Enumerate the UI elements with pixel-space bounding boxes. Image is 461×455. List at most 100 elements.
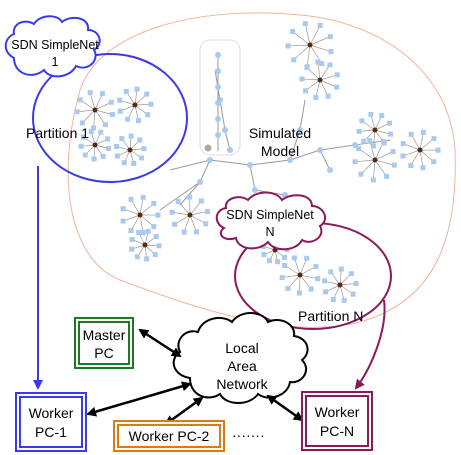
cluster-node: [123, 89, 129, 95]
cluster-node: [386, 120, 392, 126]
backbone-edge: [299, 99, 306, 131]
cluster-edge: [294, 257, 301, 276]
cluster-node: [181, 229, 187, 235]
cluster-node: [144, 91, 150, 97]
cluster-node: [313, 264, 319, 270]
backbone-node: [197, 179, 203, 185]
cluster-edge: [317, 62, 321, 81]
cluster-node: [136, 118, 142, 124]
cluster-node: [322, 278, 328, 284]
cluster-node: [420, 165, 426, 171]
cluster-edge: [319, 79, 329, 97]
worker-pc-n-box: [301, 391, 373, 451]
cluster-node: [129, 246, 135, 252]
cluster-edge: [189, 214, 197, 232]
worker-pc-2-label: Worker PC-2: [129, 428, 210, 444]
cluster-hub: [132, 102, 138, 108]
cluster-edge: [419, 149, 424, 168]
cluster-hub: [127, 147, 133, 153]
cluster-edge: [370, 114, 376, 131]
cluster-hub: [297, 272, 303, 278]
cluster-edge: [299, 266, 317, 276]
cluster-node: [315, 59, 321, 65]
cluster-edge: [359, 129, 376, 132]
backbone-edge: [199, 159, 211, 183]
worker-pc-n-label-line2: PC-N: [320, 423, 354, 439]
backbone-node: [207, 157, 213, 163]
backbone-edge: [209, 159, 251, 166]
cluster-hub: [92, 142, 98, 148]
cluster-edge: [339, 283, 356, 286]
chain-node: [215, 68, 221, 74]
cluster-node: [205, 209, 211, 215]
cluster-hub: [417, 147, 423, 153]
cluster-edge: [369, 140, 376, 161]
cluster-node: [151, 200, 157, 206]
cluster-node: [282, 254, 288, 260]
cluster-node: [113, 143, 119, 149]
cluster-node: [328, 269, 334, 275]
cluster-edge: [134, 103, 151, 106]
cluster-node: [356, 128, 362, 134]
cluster-node: [299, 76, 305, 82]
backbone-edge: [249, 159, 291, 166]
cluster-node: [341, 297, 347, 303]
backbone-node: [287, 157, 293, 163]
cluster-node: [98, 129, 104, 135]
worker-pc-1-box: [15, 392, 87, 452]
cluster-node: [151, 224, 157, 230]
cluster-edge: [299, 274, 301, 294]
cluster-node: [327, 34, 333, 40]
cluster-node: [367, 138, 373, 144]
cluster-node: [290, 29, 296, 35]
network-graph: [74, 21, 441, 303]
cluster-node: [140, 194, 146, 200]
cluster-node: [327, 62, 333, 68]
cluster-node: [134, 86, 140, 92]
cluster-edge: [306, 44, 311, 67]
cluster-node: [279, 275, 285, 281]
cluster-node: [88, 129, 94, 135]
cluster-node: [155, 212, 161, 218]
cluster-node: [435, 147, 441, 153]
cluster-node: [91, 125, 97, 131]
cluster-hub: [372, 127, 378, 133]
cluster-node: [313, 95, 319, 101]
cluster-node: [282, 262, 288, 268]
lan-label-line1: Local: [225, 340, 258, 356]
cluster-hub: [187, 212, 193, 218]
cluster-edge: [93, 109, 96, 128]
cluster-node: [317, 23, 323, 29]
backbone-edge: [249, 164, 256, 191]
chain-node: [215, 52, 221, 58]
cluster-node: [291, 57, 297, 63]
partition-1-ellipse: [32, 53, 188, 183]
cluster-node: [431, 136, 437, 142]
backbone-edge: [319, 149, 331, 171]
cluster-edge: [403, 143, 421, 151]
cluster-edge: [119, 99, 136, 106]
cluster-edge: [139, 214, 144, 233]
cluster-node: [285, 43, 291, 49]
cluster-edge: [324, 280, 341, 286]
cluster-edge: [130, 199, 141, 216]
cluster-edge: [319, 64, 331, 81]
cluster-edge: [134, 89, 138, 106]
cluster-node: [361, 138, 367, 144]
cluster-node: [379, 112, 385, 118]
cluster-node: [108, 99, 114, 105]
cluster-node: [144, 256, 150, 262]
cluster-node: [120, 206, 126, 212]
cluster-edge: [302, 78, 321, 81]
cluster-node: [169, 209, 175, 215]
cluster-node: [350, 291, 356, 297]
cluster-edge: [358, 148, 376, 161]
cluster-hub: [137, 212, 143, 218]
backbone-edge: [219, 99, 226, 131]
cluster-node: [381, 140, 387, 146]
cluster-node: [296, 290, 302, 296]
cluster-node: [134, 254, 140, 260]
cluster-node: [275, 259, 281, 265]
cluster-node: [356, 146, 362, 152]
cluster-node: [338, 266, 344, 272]
